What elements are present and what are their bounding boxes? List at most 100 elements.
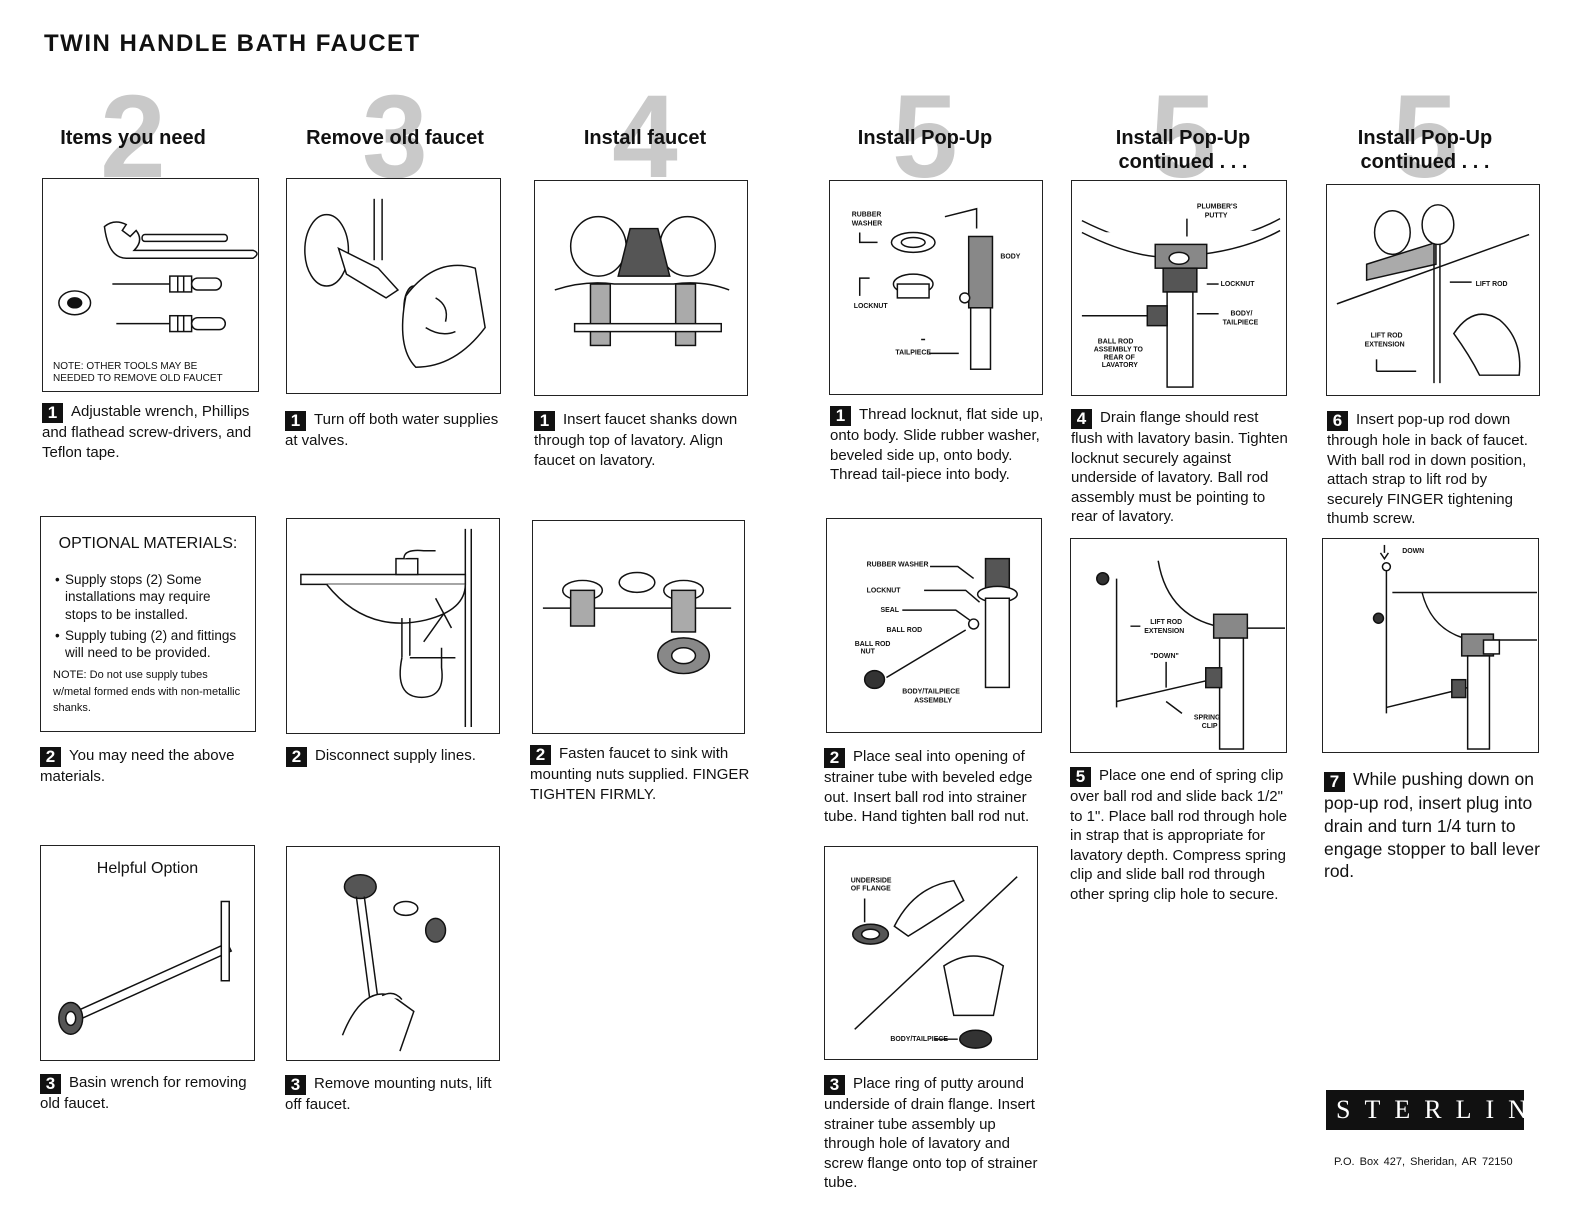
label-rubber-washer: RUBBER WASHER <box>867 562 929 569</box>
step-text: Remove mounting nuts, lift off faucet. <box>285 1075 492 1113</box>
label-lift-rod: LIFT ROD <box>1476 281 1508 288</box>
step-number-watermark: 4 <box>612 71 678 203</box>
label-lift-rod-extension: EXTENSION <box>1365 341 1405 348</box>
sterling-logo: STERLING <box>1326 1090 1560 1144</box>
label-ball-rod-assembly: BALL ROD <box>1098 338 1134 345</box>
step-text: Thread locknut, flat side up, onto body.… <box>830 406 1044 483</box>
heading-remove: 3 Remove old faucet <box>290 78 500 196</box>
label-ball-rod-nut: NUT <box>861 649 876 656</box>
step-number-badge: 7 <box>1324 772 1345 792</box>
tools-note: NOTE: OTHER TOOLS MAY BE NEEDED TO REMOV… <box>53 361 223 384</box>
step-text: Place seal into opening of strainer tube… <box>824 748 1033 825</box>
step-number-watermark: 5 <box>1150 71 1216 203</box>
step-text: While pushing down on pop-up rod, insert… <box>1324 769 1540 882</box>
label-plumbers-putty: PLUMBER'S <box>1197 204 1238 211</box>
heading-text: Install Pop-Up continued . . . <box>1115 127 1251 173</box>
step-text: Basin wrench for removing old faucet. <box>40 1074 247 1112</box>
label-locknut: LOCKNUT <box>854 303 889 310</box>
spring-clip-illustration: LIFT ROD EXTENSION "DOWN" SPRING CLIP <box>1070 538 1287 753</box>
label-body: BODY <box>1000 253 1020 260</box>
step-number-watermark: 5 <box>1392 71 1458 203</box>
optional-materials-title: OPTIONAL MATERIALS: <box>58 535 238 552</box>
phillips-screwdriver-icon <box>112 275 223 293</box>
heading-popup-continued-1: 5 Install Pop-Up continued . . . <box>1098 78 1268 196</box>
label-down: DOWN <box>1402 548 1424 555</box>
list-item: Supply tubing (2) and fittings will need… <box>55 627 243 662</box>
flathead-screwdriver-icon <box>116 314 227 333</box>
stopper-illustration: DOWN <box>1322 538 1539 753</box>
step-number-badge: 1 <box>285 411 306 431</box>
helpful-option-title: Helpful Option <box>96 860 199 877</box>
mounting-nuts-illustration <box>532 520 745 734</box>
step-text: Insert pop-up rod down through hole in b… <box>1327 411 1528 527</box>
step-number-badge: 2 <box>530 745 551 765</box>
step-number-watermark: 3 <box>362 71 428 203</box>
label-underside-of-flange: UNDERSIDE <box>851 878 892 885</box>
label-ball-rod-assembly: LAVATORY <box>1102 362 1139 369</box>
step-number-badge: 2 <box>40 747 61 767</box>
label-ball-rod-nut: BALL ROD <box>855 641 891 648</box>
valve-illustration <box>286 178 501 394</box>
popup-parts-illustration: RUBBER WASHER BODY LOCKNUT TAILPIECE <box>829 180 1043 395</box>
document-title: TWIN HANDLE BATH FAUCET <box>44 30 421 57</box>
basin-wrench-box: Helpful Option <box>40 845 255 1061</box>
remove-nuts-illustration <box>286 846 500 1061</box>
step-text: Adjustable wrench, Phillips and flathead… <box>42 403 252 461</box>
label-underside-of-flange: OF FLANGE <box>851 886 891 893</box>
step-number-badge: 1 <box>42 403 63 423</box>
supply-lines-illustration <box>286 518 500 734</box>
optional-materials-box: OPTIONAL MATERIALS: Supply stops (2) Som… <box>40 516 256 732</box>
label-down: "DOWN" <box>1150 653 1178 660</box>
company-address: P.O. Box 427, Sheridan, AR 72150 <box>1334 1156 1513 1168</box>
step-number-badge: 3 <box>824 1075 845 1095</box>
drain-flange-illustration: PLUMBER'S PUTTY LOCKNUT BODY/ TAILPIECE … <box>1071 180 1287 396</box>
ball-rod-illustration: RUBBER WASHER LOCKNUT SEAL BALL ROD BALL… <box>826 518 1042 733</box>
step-text: You may need the above materials. <box>40 747 235 785</box>
heading-text: Install Pop-Up continued . . . <box>1357 127 1493 173</box>
optional-materials-list: Supply stops (2) Some installations may … <box>55 571 243 661</box>
label-seal: SEAL <box>881 607 900 614</box>
wrench-icon <box>103 221 258 259</box>
step-text: Disconnect supply lines. <box>315 747 476 764</box>
heading-install: 4 Install faucet <box>545 78 745 196</box>
label-ball-rod-assembly: REAR OF <box>1104 354 1135 361</box>
label-ball-rod-assembly: ASSEMBLY TO <box>1094 346 1144 353</box>
putty-illustration: UNDERSIDE OF FLANGE BODY/TAILPIECE <box>824 846 1038 1060</box>
step-number-badge: 1 <box>830 406 851 426</box>
label-spring-clip: CLIP <box>1202 723 1218 730</box>
step-number-badge: 5 <box>1070 767 1091 787</box>
step-text: Place ring of putty around underside of … <box>824 1075 1038 1191</box>
label-body-tailpiece: BODY/ <box>1231 311 1253 318</box>
basin-wrench-icon <box>58 900 233 1035</box>
label-locknut: LOCKNUT <box>867 587 902 594</box>
brand-name: STERLING <box>1326 1090 1560 1130</box>
label-ball-rod: BALL ROD <box>886 627 922 634</box>
label-tailpiece: TAILPIECE <box>895 349 931 356</box>
step-number-badge: 2 <box>824 748 845 768</box>
heading-popup-continued-2: 5 Install Pop-Up continued . . . <box>1340 78 1510 196</box>
step-number-badge: 3 <box>40 1074 61 1094</box>
teflon-tape-icon <box>58 290 92 316</box>
step-text: Drain flange should rest flush with lava… <box>1071 409 1288 525</box>
heading-text: Items you need <box>60 127 206 149</box>
heading-items: 2 Items you need <box>48 78 218 196</box>
step-text: Fasten faucet to sink with mounting nuts… <box>530 745 750 803</box>
label-body-tailpiece: TAILPIECE <box>1223 320 1259 327</box>
faucet-insert-illustration <box>534 180 748 396</box>
step-text: Insert faucet shanks down through top of… <box>534 411 738 469</box>
label-body-tailpiece: BODY/TAILPIECE <box>902 688 960 695</box>
step-number-badge: 6 <box>1327 411 1348 431</box>
label-lift-rod-extension: LIFT ROD <box>1150 619 1182 626</box>
heading-text: Install Pop-Up <box>857 127 993 149</box>
